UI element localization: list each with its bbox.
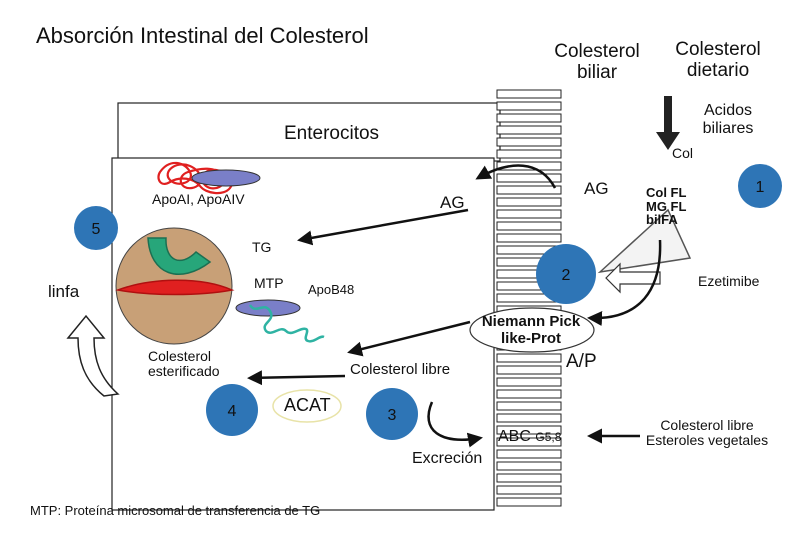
microvillus xyxy=(496,353,562,363)
microvillus xyxy=(496,149,562,159)
microvillus xyxy=(496,89,562,99)
enterocyte-top-band xyxy=(117,102,501,162)
microvillus xyxy=(496,197,562,207)
microvillus xyxy=(496,473,562,483)
apo-particle-top xyxy=(191,169,261,187)
microvillus xyxy=(496,137,562,147)
microvillus xyxy=(496,221,562,231)
badge-circle-4 xyxy=(206,384,258,436)
microvillus xyxy=(496,449,562,459)
badge-circle-5 xyxy=(74,206,118,250)
label-apo-ai: ApoAI, ApoAIV xyxy=(152,191,245,207)
microvillus xyxy=(496,413,562,423)
arrow-libre-to-ester xyxy=(247,370,346,386)
microvillus xyxy=(496,485,562,495)
badge-number-3: 3 xyxy=(388,407,397,424)
acat-blob xyxy=(272,389,342,423)
badges: 1 2 3 4 5 xyxy=(74,164,782,440)
label-tg: TG xyxy=(252,239,272,255)
badge-number-4: 4 xyxy=(228,403,237,420)
label-enterocitos: Enterocitos xyxy=(284,123,380,144)
label-ezetimibe: Ezetimibe xyxy=(698,273,760,289)
page-title: Absorción Intestinal del Colesterol xyxy=(36,23,369,48)
microvillus xyxy=(496,113,562,123)
label-mtp: MTP xyxy=(254,275,284,291)
arrow-micelle-to-npc1l1 xyxy=(587,239,662,326)
label-linfa: linfa xyxy=(48,282,80,301)
microvillus xyxy=(496,461,562,471)
microvillus xyxy=(496,497,562,507)
label-excrecion: Excreción xyxy=(412,450,483,467)
npc1l1-ellipse xyxy=(469,307,595,353)
label-ag-right: AG xyxy=(584,179,609,198)
label-colesterol-libre-center: Colesterol libre xyxy=(350,361,451,378)
label-ag-left: AG xyxy=(440,193,465,212)
badge-number-2: 2 xyxy=(562,267,571,284)
microvillus xyxy=(496,233,562,243)
microvillus xyxy=(496,209,562,219)
badge-number-5: 5 xyxy=(92,221,101,238)
footnote: MTP: Proteína microsomal de transferenci… xyxy=(30,503,321,518)
microvillus xyxy=(496,365,562,375)
ezetimibe-triangle xyxy=(597,208,692,274)
label-ap: A/P xyxy=(566,351,597,372)
microvillus xyxy=(496,377,562,387)
microvillus xyxy=(496,185,562,195)
microvillus xyxy=(496,125,562,135)
red-band xyxy=(115,279,235,296)
label-abc-sub: G5,8 xyxy=(535,430,562,444)
label-acat: ACAT xyxy=(284,395,331,415)
badge-circle-1 xyxy=(738,164,782,208)
arrow-excretion xyxy=(427,401,483,448)
microvillus xyxy=(496,425,562,435)
badge-circle-3 xyxy=(366,388,418,440)
mtp-green-shape xyxy=(147,237,212,276)
microvillus xyxy=(496,437,562,447)
microvillus xyxy=(496,101,562,111)
badge-circle-2 xyxy=(536,244,596,304)
lymph-arrow xyxy=(66,314,120,397)
label-col: Col xyxy=(672,145,694,161)
arrow-ag-recycle xyxy=(475,164,557,189)
dietary-arrow xyxy=(656,96,680,150)
badge-number-1: 1 xyxy=(756,179,765,196)
microvillus xyxy=(496,173,562,183)
microvillus xyxy=(496,389,562,399)
label-apob48: ApoB48 xyxy=(308,282,355,297)
arrow-npc1l1-to-libre xyxy=(347,320,471,357)
apob48-chain xyxy=(248,304,325,343)
microvillus xyxy=(496,401,562,411)
arrow-ag-to-tg xyxy=(297,208,469,246)
label-abc: ABC G5,8 xyxy=(498,428,562,445)
uptake-open-arrow xyxy=(605,262,661,294)
